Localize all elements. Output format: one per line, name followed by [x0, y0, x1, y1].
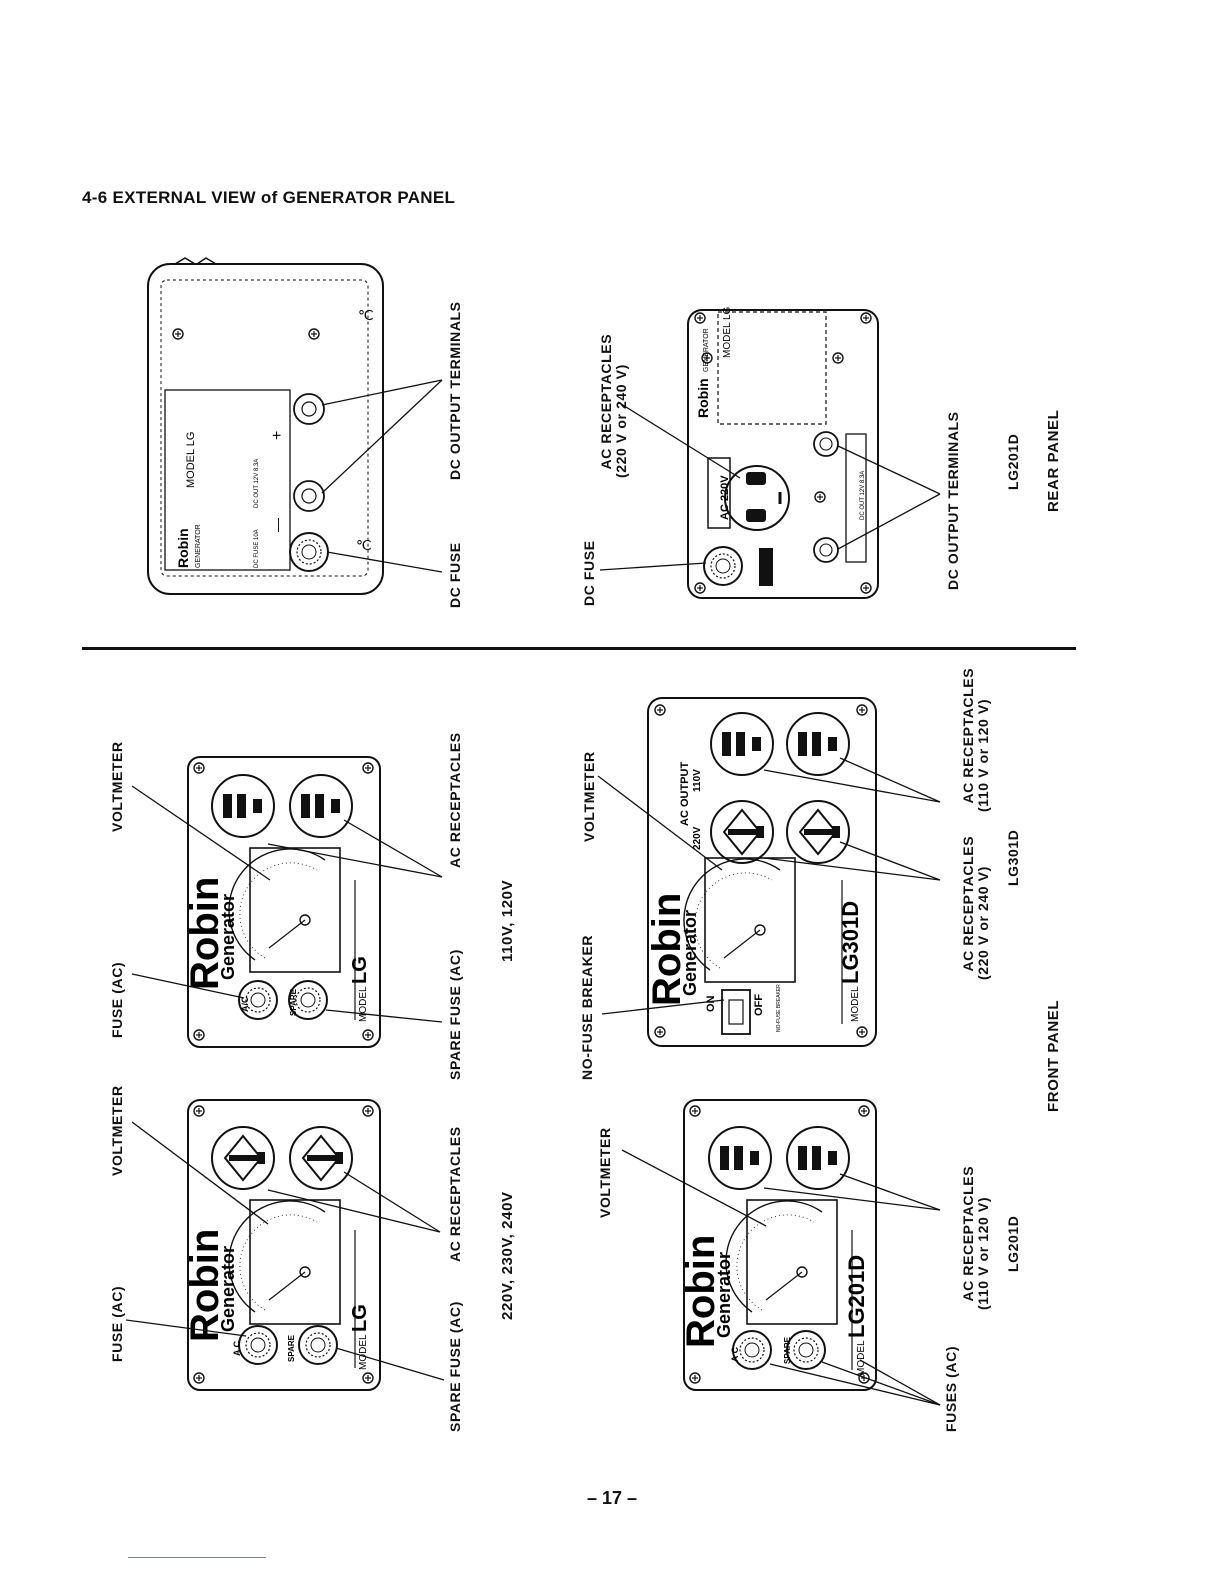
label-front-lg301d-ac-220-line2: (220 V or 240 V)	[975, 866, 991, 980]
front-lg301d-generator: Generator	[680, 910, 700, 996]
rear-lg201d-dcout-plate: DC OUT 12V 8.3A	[860, 471, 866, 520]
page-heading: 4-6 EXTERNAL VIEW of GENERATOR PANEL	[82, 188, 456, 207]
label-rear-lg201d-ac-receptacles: AC RECEPTACLES(220 V or 240 V)	[584, 334, 644, 478]
front-lg201d-model-word: MODEL	[856, 1340, 867, 1376]
front-lg301d-220v: 220V	[692, 826, 703, 850]
front-lg301d-ac-output: AC OUTPUT	[679, 762, 691, 826]
front-panel-lg301d-drawing: Robin Generator MODEL LG301D AC OUTPUT 2…	[597, 697, 941, 1047]
label-rear-lg-dc-output-terminals: DC OUTPUT TERMINALS	[447, 301, 463, 480]
page-number: – 17 –	[586, 1488, 638, 1508]
label-front-lg220-spare-fuse: SPARE FUSE (AC)	[447, 1301, 463, 1432]
label-rear-lg201d-ac-receptacles-line2: (220 V or 240 V)	[613, 364, 629, 478]
rear-lg201d-model: MODEL LG	[722, 306, 733, 358]
front-lg201d-spare: SPARE	[783, 1336, 792, 1364]
front-lg110-generator: Generator	[218, 894, 238, 980]
label-front-lg201d-voltmeter: VOLTMETER	[597, 1127, 613, 1218]
front-lg220-ac: A C	[232, 1340, 242, 1356]
label-front-lg301d-no-fuse-breaker: NO-FUSE BREAKER	[579, 934, 595, 1080]
label-front-lg301d-ac-110-line1: AC RECEPTACLES	[960, 667, 976, 804]
label-front-lg301d-ac-220-line1: AC RECEPTACLES	[960, 835, 976, 972]
label-front-lg201d-model: LG201D	[1005, 1215, 1021, 1272]
label-rear-panel: REAR PANEL	[1045, 409, 1062, 512]
front-lg201d-brand: Robin	[679, 1235, 723, 1348]
svg-text:℃: ℃	[356, 537, 372, 553]
label-front-lg301d-ac-receptacles-110: AC RECEPTACLES(110 V or 120 V)	[946, 668, 1006, 812]
front-panel-lg-220-drawing: Robin Generator MODEL LG A C SPARE	[125, 1099, 445, 1391]
front-lg110-model: LG	[349, 956, 371, 984]
front-lg110-ac: A/C	[240, 996, 250, 1012]
front-lg220-brand: Robin	[183, 1229, 227, 1342]
label-front-lg110-spare-fuse: SPARE FUSE (AC)	[447, 949, 463, 1080]
front-lg301d-model: LG301D	[838, 901, 863, 984]
label-rear-lg201d-dc-fuse: DC FUSE	[581, 540, 597, 606]
label-rear-lg201d-dc-output-terminals: DC OUTPUT TERMINALS	[945, 411, 961, 590]
front-lg220-model-word: MODEL	[358, 1334, 369, 1370]
label-front-lg220-ac-receptacles: AC RECEPTACLES	[447, 1126, 463, 1262]
front-panel-lg-110-drawing: Robin Generator MODEL LG A/C SPARE	[131, 756, 443, 1048]
front-lg110-spare: SPARE	[289, 988, 298, 1016]
label-front-lg110-voltmeter: VOLTMETER	[109, 741, 125, 832]
label-front-lg220-voltmeter: VOLTMETER	[109, 1085, 125, 1176]
label-front-lg301d-ac-110-line2: (110 V or 120 V)	[975, 698, 991, 812]
front-lg301d-on: ON	[705, 995, 717, 1012]
rear-lg-dcout-plate: DC OUT 12V 8.3A	[254, 459, 260, 508]
front-lg220-model: LG	[349, 1304, 371, 1332]
label-front-lg201d-ac-receptacles: AC RECEPTACLES(110 V or 120 V)	[946, 1166, 1006, 1310]
svg-text:℃: ℃	[358, 307, 374, 323]
rear-lg-brand: Robin	[175, 528, 191, 568]
label-front-lg110-fuse-ac: FUSE (AC)	[109, 961, 125, 1038]
front-lg201d-ac: A C	[730, 1346, 740, 1362]
rear-panel-lg-drawing: ℃ ℃ Robin GENERATOR MODEL LG DC FUSE 10A…	[147, 257, 443, 595]
label-front-lg301d-model: LG301D	[1005, 829, 1021, 886]
rear-lg-dcfuse-plate: DC FUSE 10A	[254, 529, 260, 568]
label-rear-lg-dc-fuse: DC FUSE	[447, 542, 463, 608]
front-lg201d-generator: Generator	[714, 1252, 734, 1338]
label-front-lg220-voltage: 220V, 230V, 240V	[499, 1191, 516, 1320]
label-rear-lg201d-ac-receptacles-line1: AC RECEPTACLES	[598, 333, 614, 470]
rear-lg201d-brand: Robin	[695, 378, 711, 418]
front-lg301d-110v: 110V	[692, 769, 703, 792]
rear-lg-minus: —	[269, 518, 285, 532]
rear-lg-model: MODEL LG	[185, 432, 197, 488]
front-lg301d-model-word: MODEL	[850, 986, 861, 1022]
front-panel-lg201d-drawing: Robin Generator MODEL LG201D A C SPARE	[621, 1099, 941, 1406]
front-lg220-generator: Generator	[218, 1246, 238, 1332]
label-front-lg220-fuse-ac: FUSE (AC)	[109, 1285, 125, 1362]
rear-panel-lg201d-drawing: Robin GENERATOR MODEL LG AC 220V DC OUT …	[599, 306, 941, 599]
label-front-lg201d-ac-line2: (110 V or 120 V)	[975, 1196, 991, 1310]
label-front-lg201d-ac-line1: AC RECEPTACLES	[960, 1165, 976, 1302]
front-lg110-brand: Robin	[183, 877, 227, 990]
label-front-lg110-voltage: 110V, 120V	[499, 879, 516, 962]
rear-lg201d-ac-plate: AC 220V	[719, 475, 731, 520]
label-rear-lg201d-model: LG201D	[1005, 433, 1021, 490]
front-lg110-model-word: MODEL	[358, 986, 369, 1022]
rear-lg-plus: +	[269, 431, 286, 440]
front-lg201d-model: LG201D	[844, 1255, 869, 1338]
label-front-lg301d-ac-receptacles-220: AC RECEPTACLES(220 V or 240 V)	[946, 836, 1006, 980]
footer-rule	[128, 1557, 266, 1558]
rear-lg201d-generator: GENERATOR	[703, 328, 710, 372]
rear-lg-generator: GENERATOR	[195, 524, 202, 568]
label-front-lg201d-fuses-ac: FUSES (AC)	[943, 1345, 959, 1432]
front-lg220-spare: SPARE	[287, 1334, 296, 1362]
front-lg301d-off: OFF	[753, 994, 765, 1016]
label-front-panel: FRONT PANEL	[1045, 999, 1062, 1112]
front-lg301d-nofuse-plate: NO-FUSE BREAKER	[776, 984, 782, 1032]
label-front-lg301d-voltmeter: VOLTMETER	[581, 751, 597, 842]
front-lg301d-brand: Robin	[645, 893, 689, 1006]
label-front-lg110-ac-receptacles: AC RECEPTACLES	[447, 732, 463, 868]
section-divider	[82, 647, 1076, 650]
